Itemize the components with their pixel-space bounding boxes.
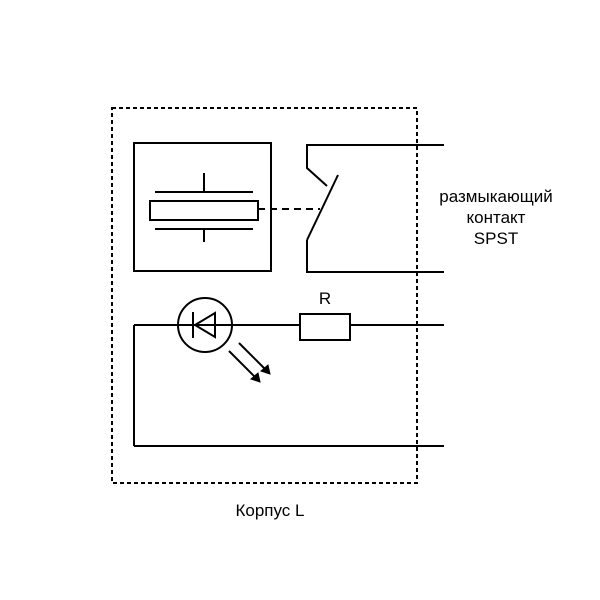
light-arrow-2 (238, 342, 267, 371)
light-emission-arrows (228, 342, 271, 383)
contact-blade (306, 174, 339, 241)
light-arrow-1-head (250, 372, 261, 383)
contact-label-line3: SPST (474, 229, 518, 248)
crystal-element (149, 200, 259, 221)
led-circuit: R (133, 289, 444, 447)
light-arrow-2-head (260, 364, 271, 375)
led-symbol (177, 297, 233, 353)
contact-lower-lead (306, 240, 444, 273)
led-triangle (193, 311, 216, 339)
spst-contact (306, 144, 444, 273)
contact-label-line2: контакт (467, 208, 526, 227)
housing-outline (111, 107, 418, 484)
actuator-block (133, 142, 272, 272)
contact-label-line1: размыкающий (439, 187, 552, 206)
resistor (299, 313, 351, 341)
housing-label: Корпус L (235, 501, 304, 520)
contact-upper-lead (306, 144, 444, 187)
light-arrow-1 (228, 350, 257, 379)
resistor-label: R (319, 289, 331, 308)
actuator-box (133, 142, 272, 272)
